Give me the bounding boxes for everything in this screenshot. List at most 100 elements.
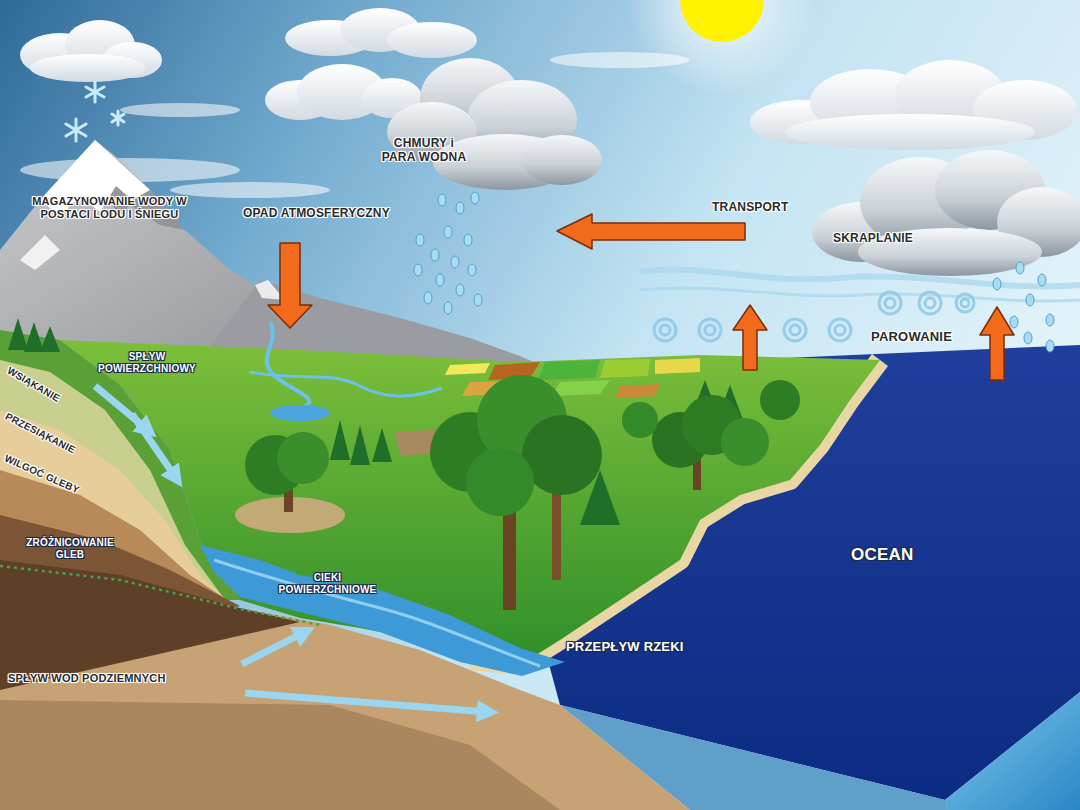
process-label: SPŁYW WOD PODZIEMNYCH (8, 672, 166, 685)
process-label: TRANSPORT (712, 201, 788, 215)
evaporation-swirl (835, 325, 845, 335)
flow-arrow (95, 386, 488, 712)
field (600, 359, 650, 378)
evaporation-swirl (660, 325, 670, 335)
field (552, 380, 610, 396)
ground-section (0, 700, 560, 810)
process-label: PAROWANIE (871, 330, 952, 345)
tree (8, 318, 800, 610)
field (615, 384, 660, 398)
process-arrow (557, 214, 745, 249)
snowflake (86, 87, 104, 97)
process-label: PRZEPŁYW RZEKI (566, 640, 684, 655)
process-label: MAGAZYNOWANIE WODY W POSTACI LODU I ŚNIE… (22, 195, 197, 220)
tree (760, 380, 800, 420)
flow-arrow (132, 414, 176, 478)
river (270, 405, 330, 421)
tree (372, 428, 392, 462)
raindrop (1038, 274, 1046, 286)
raindrop (438, 194, 446, 206)
process-label: SPŁYW POWIERZCHNIOWY (92, 351, 202, 374)
flow-arrow (242, 632, 305, 664)
raindrop (468, 264, 476, 276)
raindrop (431, 249, 439, 261)
sun (680, 0, 764, 42)
evaporation-swirl (956, 294, 974, 312)
tree (622, 402, 658, 438)
sun (627, 0, 817, 95)
evaporation-swirl (829, 319, 851, 341)
raindrop (456, 202, 464, 214)
raindrop (444, 226, 452, 238)
process-arrow (268, 243, 312, 328)
field (445, 363, 490, 375)
sun (627, 0, 817, 95)
process-label: CHMURY i PARA WODNA (378, 137, 470, 165)
evaporation-swirl (919, 292, 941, 314)
raindrop (993, 278, 1001, 290)
cloud-streak (550, 52, 690, 68)
vapour-stream (640, 269, 1080, 301)
raindrop (414, 264, 422, 276)
raindrop (1046, 340, 1054, 352)
raindrop (1016, 262, 1024, 274)
raindrop (1010, 316, 1018, 328)
cloud (30, 54, 146, 82)
tree (277, 432, 329, 484)
process-label: WSIĄKANIE (5, 365, 62, 404)
process-arrow (733, 305, 767, 370)
raindrop (1046, 314, 1054, 326)
snowflake (66, 124, 86, 136)
raindrop (424, 292, 432, 304)
flow-arrow (245, 693, 488, 712)
land (60, 340, 880, 665)
river (214, 560, 540, 666)
field (445, 358, 700, 398)
tree (330, 420, 350, 460)
field (538, 360, 600, 380)
vapour-stream (640, 288, 1080, 301)
evaporation-swirl (925, 298, 935, 308)
evaporation-swirl (961, 299, 969, 307)
field (655, 358, 700, 374)
raindrop (416, 234, 424, 246)
tree (721, 418, 769, 466)
process-label: SKRAPLANIE (833, 232, 913, 246)
cloud (387, 22, 477, 58)
tree (466, 448, 534, 516)
evaporation-swirl (654, 319, 676, 341)
process-label: WILGOĆ GLEBY (3, 452, 81, 495)
cloud (785, 114, 1035, 150)
raindrop (444, 302, 452, 314)
process-arrow (980, 307, 1014, 380)
tree (8, 318, 28, 350)
evaporation-swirl (879, 292, 901, 314)
river (267, 322, 310, 410)
ocean (945, 692, 1080, 810)
rain-cloud (522, 135, 602, 185)
tree (40, 326, 60, 352)
process-label: PRZESIĄKANIE (3, 411, 77, 456)
land (60, 340, 880, 665)
cloud-streak (170, 182, 330, 198)
raindrop (1024, 332, 1032, 344)
raindrop (464, 234, 472, 246)
evaporation-swirl (784, 319, 806, 341)
raindrop (471, 192, 479, 204)
tree (24, 322, 44, 352)
evaporation-swirl (790, 325, 800, 335)
evaporation-swirl (705, 325, 715, 335)
tree (8, 318, 745, 525)
raindrop (451, 256, 459, 268)
raindrop (456, 284, 464, 296)
cloud-streak (120, 103, 240, 117)
snowflake (66, 124, 86, 136)
snowflake (112, 114, 124, 122)
raindrop (1026, 294, 1034, 306)
raindrop (474, 294, 482, 306)
vapour-stream (640, 269, 1080, 286)
